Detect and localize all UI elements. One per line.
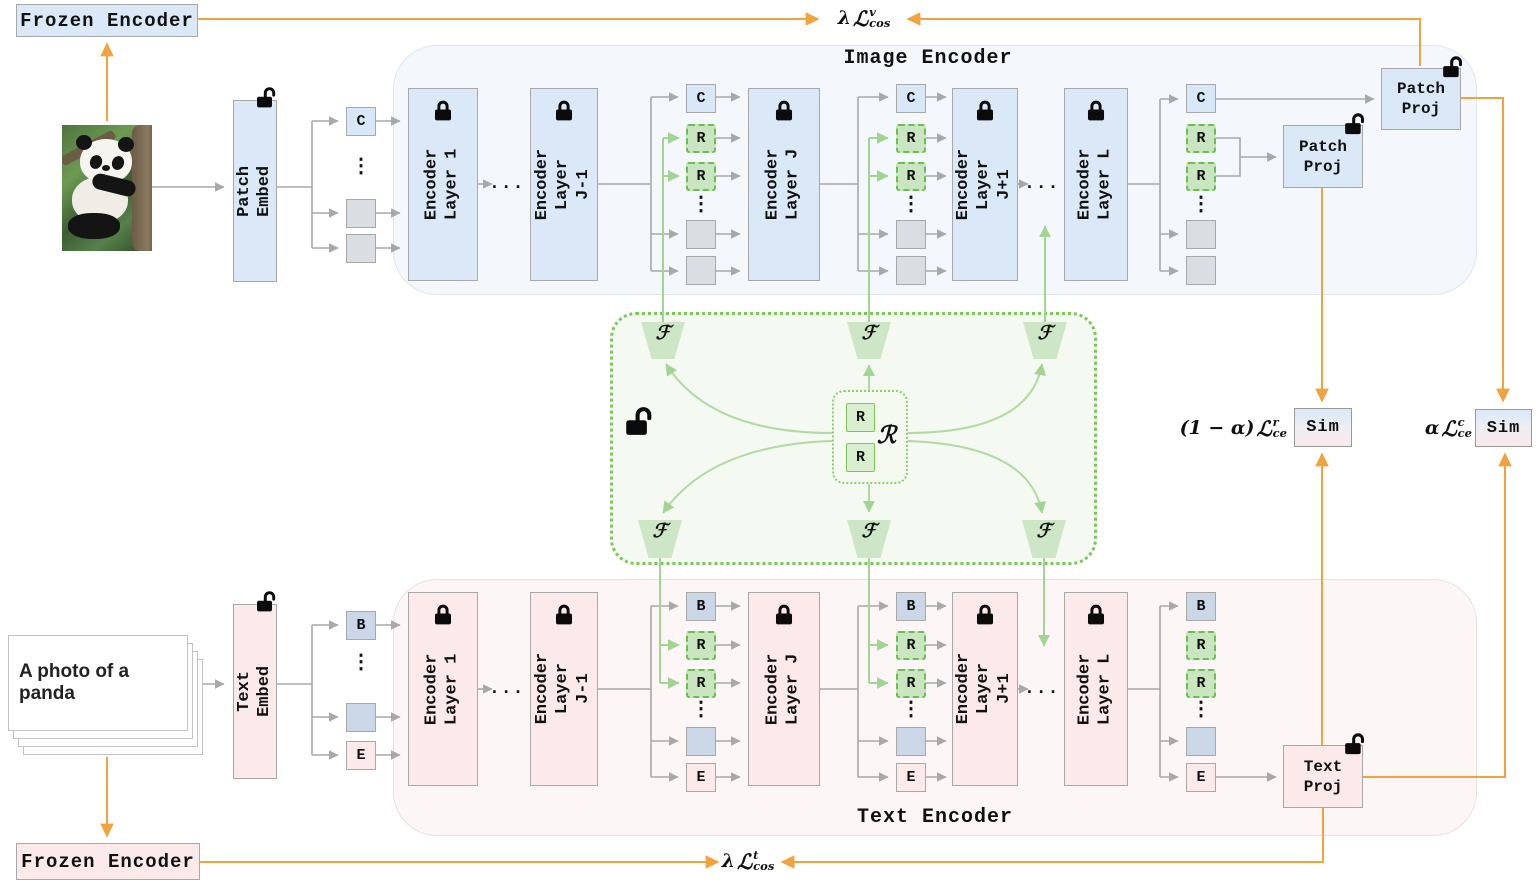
patch-token bbox=[346, 234, 376, 263]
cls-token: C bbox=[1186, 84, 1216, 113]
repository-prompt-token: R bbox=[846, 443, 875, 472]
layer-ellipsis: ... bbox=[1024, 679, 1060, 699]
text-encoder-layer-j: Encoder Layer J bbox=[748, 592, 820, 786]
prompt-token: R bbox=[686, 162, 716, 191]
token-ellipsis: ⋮ bbox=[1191, 699, 1211, 722]
cls-token: C bbox=[896, 84, 926, 113]
eos-token: E bbox=[346, 741, 376, 770]
patch-token bbox=[896, 220, 926, 249]
patch-token bbox=[686, 256, 716, 285]
panda-image bbox=[62, 125, 152, 251]
text-encoder-layer-j-1: Encoder Layer J-1 bbox=[530, 592, 598, 786]
layer-ellipsis: ... bbox=[1024, 174, 1060, 194]
lock-closed-icon bbox=[430, 602, 456, 628]
caption-card-front: A photo of a panda bbox=[8, 635, 188, 731]
layer-ellipsis: ... bbox=[489, 679, 525, 699]
token-ellipsis: ⋮ bbox=[901, 699, 921, 722]
bos-token: B bbox=[686, 592, 716, 621]
sim-class: Sim bbox=[1475, 409, 1532, 447]
patch-proj-prompt: Patch Proj bbox=[1283, 125, 1363, 188]
prompt-token: R bbox=[1186, 631, 1216, 660]
text-encoder-title: Text Encoder bbox=[856, 806, 1014, 829]
lock-open-icon bbox=[254, 589, 280, 615]
lock-closed-icon bbox=[972, 98, 998, 124]
lock-open-icon bbox=[1440, 54, 1467, 81]
prompt-token: R bbox=[1186, 669, 1216, 698]
eos-token: E bbox=[896, 763, 926, 792]
prompt-token: R bbox=[896, 162, 926, 191]
repository-prompt-token: R bbox=[846, 403, 875, 432]
repository-symbol: ℛ bbox=[877, 420, 897, 449]
lock-closed-icon bbox=[972, 602, 998, 628]
text-embed: Text Embed bbox=[233, 604, 277, 779]
token-ellipsis: ⋮ bbox=[691, 699, 711, 722]
lock-closed-icon bbox=[1083, 98, 1109, 124]
prompt-token: R bbox=[1186, 124, 1216, 153]
cls-token: C bbox=[346, 107, 376, 136]
token-ellipsis: ⋮ bbox=[901, 194, 921, 217]
lock-closed-icon bbox=[1083, 602, 1109, 628]
lock-closed-icon bbox=[771, 98, 797, 124]
lock-closed-icon bbox=[551, 98, 577, 124]
patch-token bbox=[896, 256, 926, 285]
lock-closed-icon bbox=[430, 98, 456, 124]
patch-token bbox=[346, 199, 376, 228]
patch-token bbox=[1186, 256, 1216, 285]
patch-token bbox=[1186, 220, 1216, 249]
lock-closed-icon bbox=[551, 602, 577, 628]
bos-token: B bbox=[346, 611, 376, 640]
text-proj: Text Proj bbox=[1283, 745, 1363, 808]
lock-open-icon bbox=[1342, 111, 1369, 138]
text-encoder-layer-1: Encoder Layer 1 bbox=[408, 592, 478, 786]
word-token bbox=[1186, 727, 1216, 756]
prompt-token: R bbox=[896, 124, 926, 153]
text-encoder-layer-l: Encoder Layer L bbox=[1064, 592, 1128, 786]
eos-token: E bbox=[1186, 763, 1216, 792]
token-ellipsis: ⋮ bbox=[691, 194, 711, 217]
lock-open-icon bbox=[622, 404, 658, 440]
patch-proj-cls: Patch Proj bbox=[1381, 68, 1461, 130]
lock-open-icon bbox=[254, 85, 280, 111]
lock-closed-icon bbox=[771, 602, 797, 628]
image-encoder-title: Image Encoder bbox=[843, 47, 1013, 70]
prompt-token: R bbox=[1186, 162, 1216, 191]
frozen-image-encoder: Frozen Encoder bbox=[16, 4, 198, 37]
word-token bbox=[896, 727, 926, 756]
prompt-token: R bbox=[896, 669, 926, 698]
bos-token: B bbox=[1186, 592, 1216, 621]
word-token bbox=[686, 727, 716, 756]
prompt-token: R bbox=[686, 631, 716, 660]
cls-token: C bbox=[686, 84, 716, 113]
text-encoder-layer-j1: Encoder Layer J+1 bbox=[952, 592, 1018, 786]
token-ellipsis: ⋮ bbox=[351, 156, 371, 179]
word-token bbox=[346, 703, 376, 732]
patch-embed: Patch Embed bbox=[233, 100, 277, 282]
lock-open-icon bbox=[1342, 731, 1369, 758]
prompt-token: R bbox=[686, 124, 716, 153]
patch-token bbox=[686, 220, 716, 249]
eos-token: E bbox=[686, 763, 716, 792]
token-ellipsis: ⋮ bbox=[1191, 194, 1211, 217]
bos-token: B bbox=[896, 592, 926, 621]
prompt-token: R bbox=[686, 669, 716, 698]
token-ellipsis: ⋮ bbox=[351, 652, 371, 675]
frozen-text-encoder: Frozen Encoder bbox=[16, 843, 200, 880]
layer-ellipsis: ... bbox=[489, 174, 525, 194]
sim-rank: Sim bbox=[1294, 408, 1352, 447]
prompt-token: R bbox=[896, 631, 926, 660]
